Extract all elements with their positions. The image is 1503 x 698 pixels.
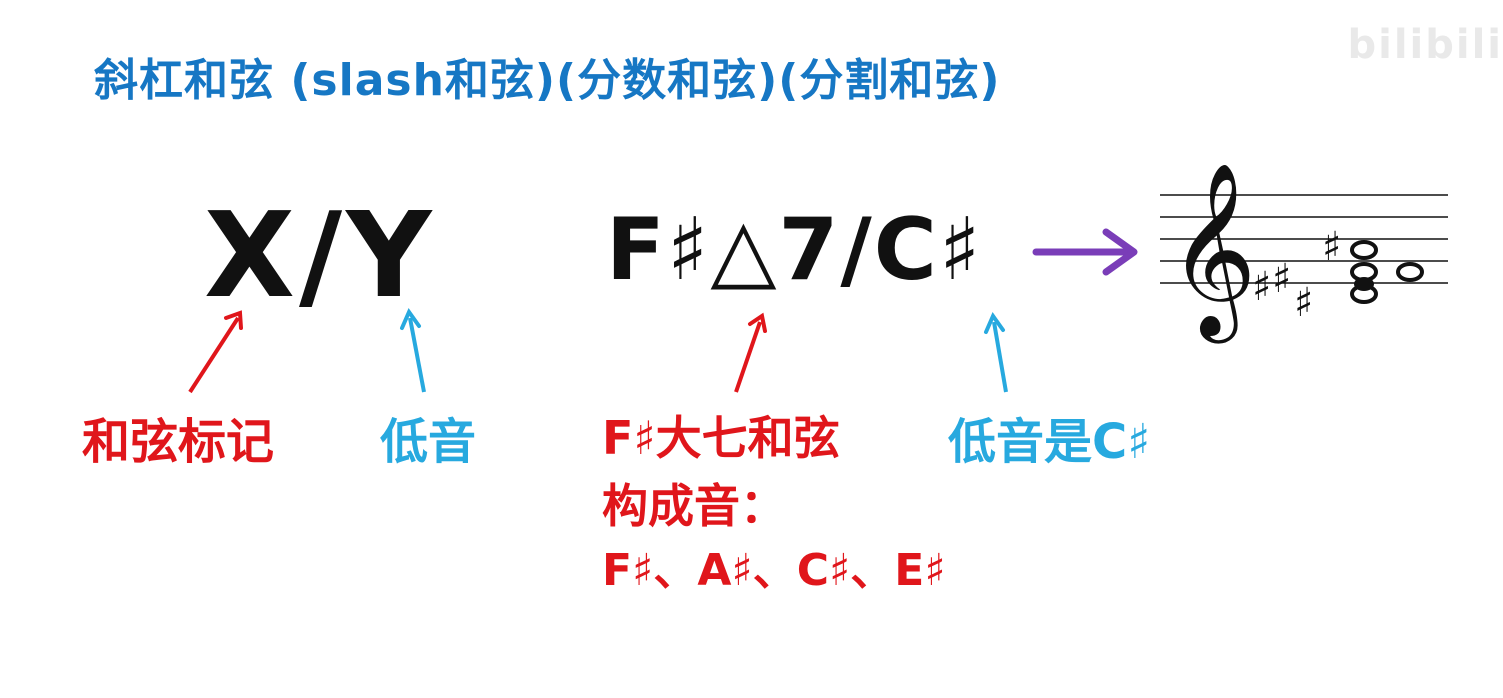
- right-arrow-icon: [1032, 228, 1138, 276]
- bilibili-watermark: bilibili: [1347, 22, 1503, 68]
- label-fsharp-maj7: F♯大七和弦: [602, 411, 840, 465]
- svg-text:♯: ♯: [1294, 280, 1313, 326]
- svg-text:𝄞: 𝄞: [1168, 162, 1257, 344]
- label-chord-tones-title: 构成音：: [602, 479, 786, 533]
- svg-text:♯: ♯: [1322, 224, 1341, 270]
- blue-arrow-bass: [400, 307, 426, 393]
- red-arrow-chord-symbol: [188, 310, 243, 394]
- svg-text:♯: ♯: [1252, 264, 1271, 310]
- blue-arrow-bass-csharp: [984, 311, 1008, 393]
- page-title: 斜杠和弦 (slash和弦)(分数和弦)(分割和弦): [94, 55, 1001, 106]
- label-bass: 低音: [380, 414, 477, 470]
- treble-clef-staff-icon: 𝄞 ♯ ♯ ♯ ♯: [1160, 162, 1448, 344]
- generic-slash-chord-symbol: X/Y: [204, 186, 436, 324]
- label-bass-is-csharp: 低音是C♯: [948, 414, 1151, 470]
- red-arrow-maj7: [734, 312, 767, 393]
- label-chord-symbol: 和弦标记: [82, 414, 275, 470]
- example-slash-chord-symbol: F♯△7/C♯: [606, 200, 983, 300]
- svg-text:♯: ♯: [1272, 256, 1291, 302]
- label-chord-tones: F♯、A♯、C♯、E♯: [602, 545, 946, 596]
